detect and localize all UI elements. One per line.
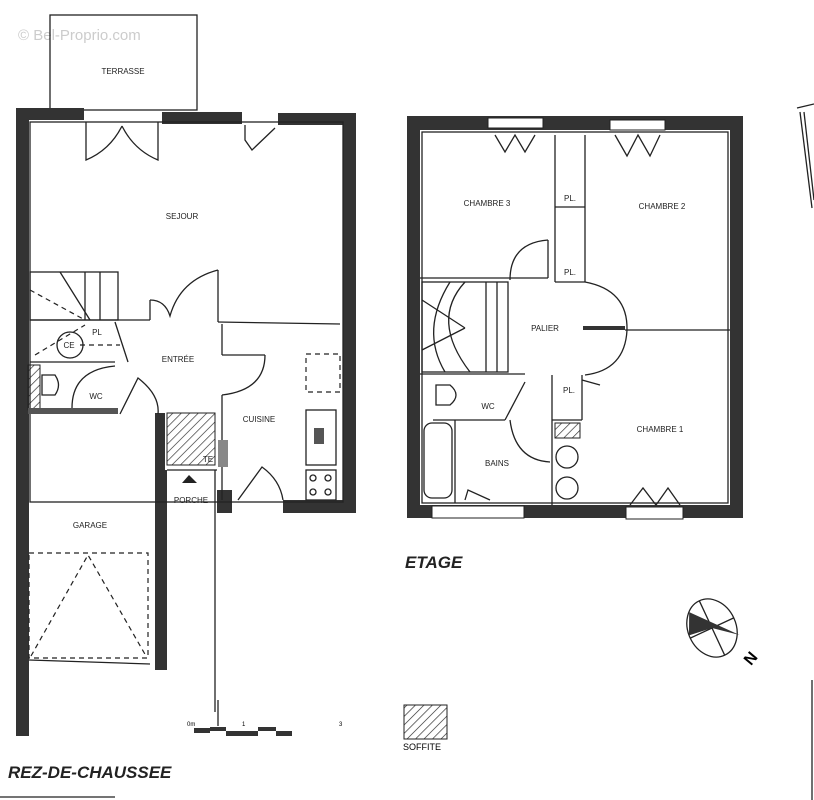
scale-label-start: 0m <box>187 722 195 728</box>
room-label-terrasse: TERRASSE <box>101 67 144 76</box>
stairs <box>29 271 119 321</box>
room-label-pl-1: PL. <box>564 194 576 203</box>
sink-icon <box>555 476 579 500</box>
soffite-area <box>166 412 216 466</box>
room-label-ce: CE <box>63 341 74 350</box>
ground-floor-title: REZ-DE-CHAUSSEE <box>8 763 172 782</box>
garage-door-outline <box>28 552 149 659</box>
room-label-pl-2: PL. <box>564 268 576 277</box>
scale-label-mid: 1 <box>242 722 246 728</box>
watermark: © Bel-Proprio.com <box>18 27 141 44</box>
room-label-chambre-1: CHAMBRE 1 <box>637 425 684 434</box>
adjacent-plan-fragment <box>796 103 814 209</box>
scale-bar <box>194 700 292 736</box>
room-label-pl-3: PL. <box>563 386 575 395</box>
toilet-icon <box>435 384 457 406</box>
terrasse-outline <box>49 14 198 111</box>
room-label-chambre-3: CHAMBRE 3 <box>464 199 511 208</box>
sink-icon <box>555 445 579 469</box>
compass-icon <box>686 598 740 658</box>
soffite-swatch <box>403 704 448 740</box>
upper-floor-title: ETAGE <box>405 553 463 572</box>
room-label-pl: PL <box>92 328 102 337</box>
room-label-entree: ENTRÉE <box>162 355 194 364</box>
soffite-label: SOFFITE <box>403 742 441 752</box>
north-label: N <box>741 649 761 669</box>
scale-label-end: 3 <box>339 722 343 728</box>
sink-icon <box>305 409 337 466</box>
room-label-chambre-2: CHAMBRE 2 <box>639 202 686 211</box>
room-label-cuisine: CUISINE <box>243 415 275 424</box>
bathtub-icon <box>423 422 453 499</box>
upper-floor-plan <box>407 116 743 520</box>
wall-left <box>16 108 29 736</box>
ground-floor-plan <box>16 14 356 736</box>
room-label-porche: PORCHE <box>174 496 208 505</box>
stove-icon <box>305 469 337 501</box>
room-label-wc: WC <box>89 392 103 401</box>
room-label-te: TE <box>203 455 213 464</box>
room-label-sejour: SEJOUR <box>166 212 199 221</box>
room-label-garage: GARAGE <box>73 521 107 530</box>
room-label-bains: BAINS <box>485 459 509 468</box>
entrance-arrow-icon <box>182 475 197 483</box>
room-label-wc: WC <box>481 402 495 411</box>
toilet-icon <box>41 374 60 396</box>
room-label-palier: PALIER <box>531 324 559 333</box>
